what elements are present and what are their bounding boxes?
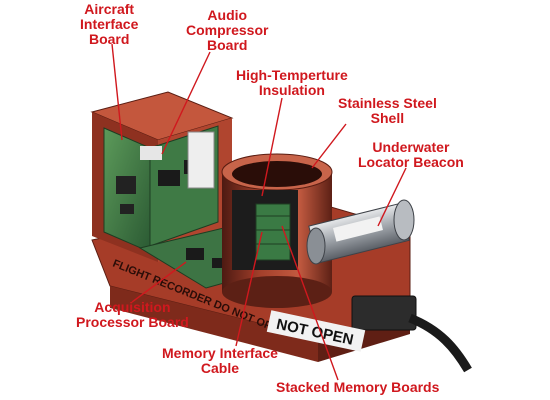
board-label	[187, 131, 215, 189]
leader-lines	[111, 43, 407, 381]
label-aircraft-interface-board: Aircraft Interface Board	[80, 1, 139, 47]
leader-audio-compressor	[161, 51, 211, 155]
data-cable	[408, 313, 472, 373]
steel-shell-opening	[232, 161, 322, 187]
leader-beacon	[377, 167, 407, 227]
label-underwater-locator-beacon: Underwater Locator Beacon	[358, 139, 464, 170]
beacon-cap-left	[306, 227, 326, 265]
chip	[186, 248, 204, 260]
label-stacked-memory-boards: Stacked Memory Boards	[276, 379, 440, 395]
label-memory-interface-cable: Memory Interface Cable	[162, 345, 278, 376]
chip	[212, 258, 228, 268]
leader-acquisition-processor	[131, 261, 187, 303]
label-stainless-steel-shell: Stainless Steel Shell	[338, 95, 437, 126]
leader-aircraft-interface	[111, 43, 123, 141]
leader-memory-interface-cable	[235, 231, 263, 347]
leader-stainless-steel-shell	[311, 123, 347, 169]
ribbon-cable	[140, 146, 162, 160]
chip	[120, 204, 134, 214]
leader-stacked-memory	[281, 225, 339, 381]
connector	[351, 295, 417, 331]
label-audio-compressor-board: Audio Compressor Board	[186, 7, 269, 53]
steel-shell-bottom	[222, 276, 332, 308]
leader-high-temp-insulation	[261, 97, 283, 197]
beacon-label	[333, 216, 383, 242]
label-acquisition-processor-board: Acquisition Processor Board	[76, 299, 189, 330]
beacon-cap	[393, 199, 415, 241]
chip	[158, 170, 180, 186]
casing-base-front	[110, 286, 318, 362]
label-high-temperature-insulation: High-Temperture Insulation	[236, 67, 348, 98]
chip	[116, 176, 136, 194]
open-label-plate	[266, 310, 366, 352]
